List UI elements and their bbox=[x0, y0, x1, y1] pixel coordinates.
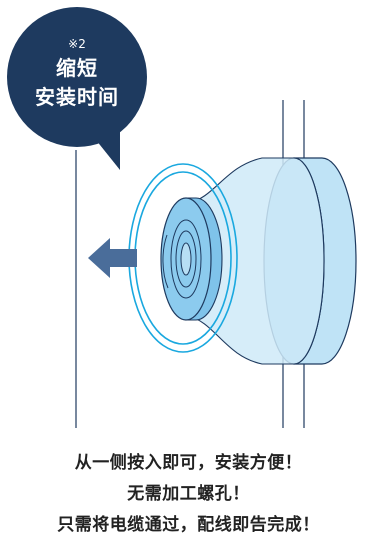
callout-note: ※2 bbox=[68, 37, 86, 51]
insert-direction-arrow bbox=[88, 238, 137, 278]
callout-text: ※2 缩短 安装时间 bbox=[8, 36, 146, 112]
callout-title-line2: 安装时间 bbox=[35, 85, 119, 109]
caption-line2: 无需加工螺孔！ bbox=[127, 484, 250, 504]
callout-bubble bbox=[7, 7, 147, 170]
caption: 从一侧按入即可，安装方便！ 无需加工螺孔！ 只需将电缆通过，配线即告完成！ bbox=[0, 448, 377, 541]
caption-line1: 从一侧按入即可，安装方便！ bbox=[74, 453, 303, 473]
caption-line3: 只需将电缆通过，配线即告完成！ bbox=[57, 515, 320, 535]
front-disc bbox=[160, 197, 223, 321]
callout-title-line1: 缩短 bbox=[56, 56, 98, 80]
